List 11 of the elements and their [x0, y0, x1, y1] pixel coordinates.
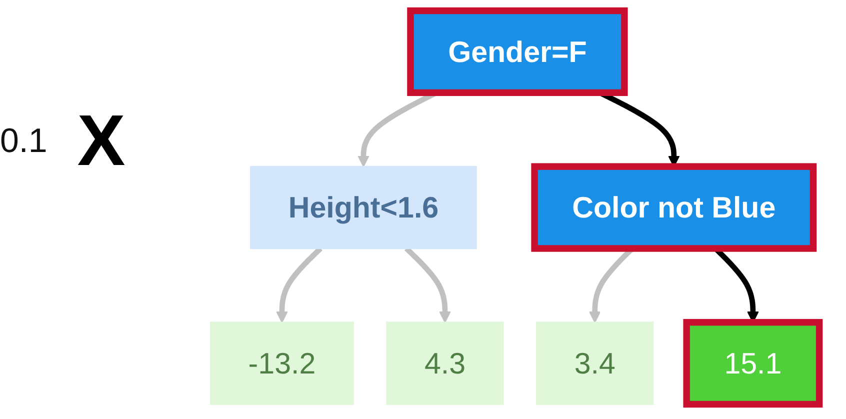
node-box: Gender=F [407, 7, 628, 96]
multiply-sign: X [77, 100, 126, 182]
node-box: Height<1.6 [250, 166, 477, 250]
node-box: 3.4 [536, 322, 654, 405]
node-box: -13.2 [210, 322, 354, 405]
node-box: 4.3 [386, 322, 504, 405]
arrow [404, 246, 451, 323]
node-box: 15.1 [683, 318, 823, 408]
node-box: Color not Blue [531, 163, 817, 252]
factor-label: 0.1 [0, 122, 48, 160]
arrow [276, 246, 322, 323]
